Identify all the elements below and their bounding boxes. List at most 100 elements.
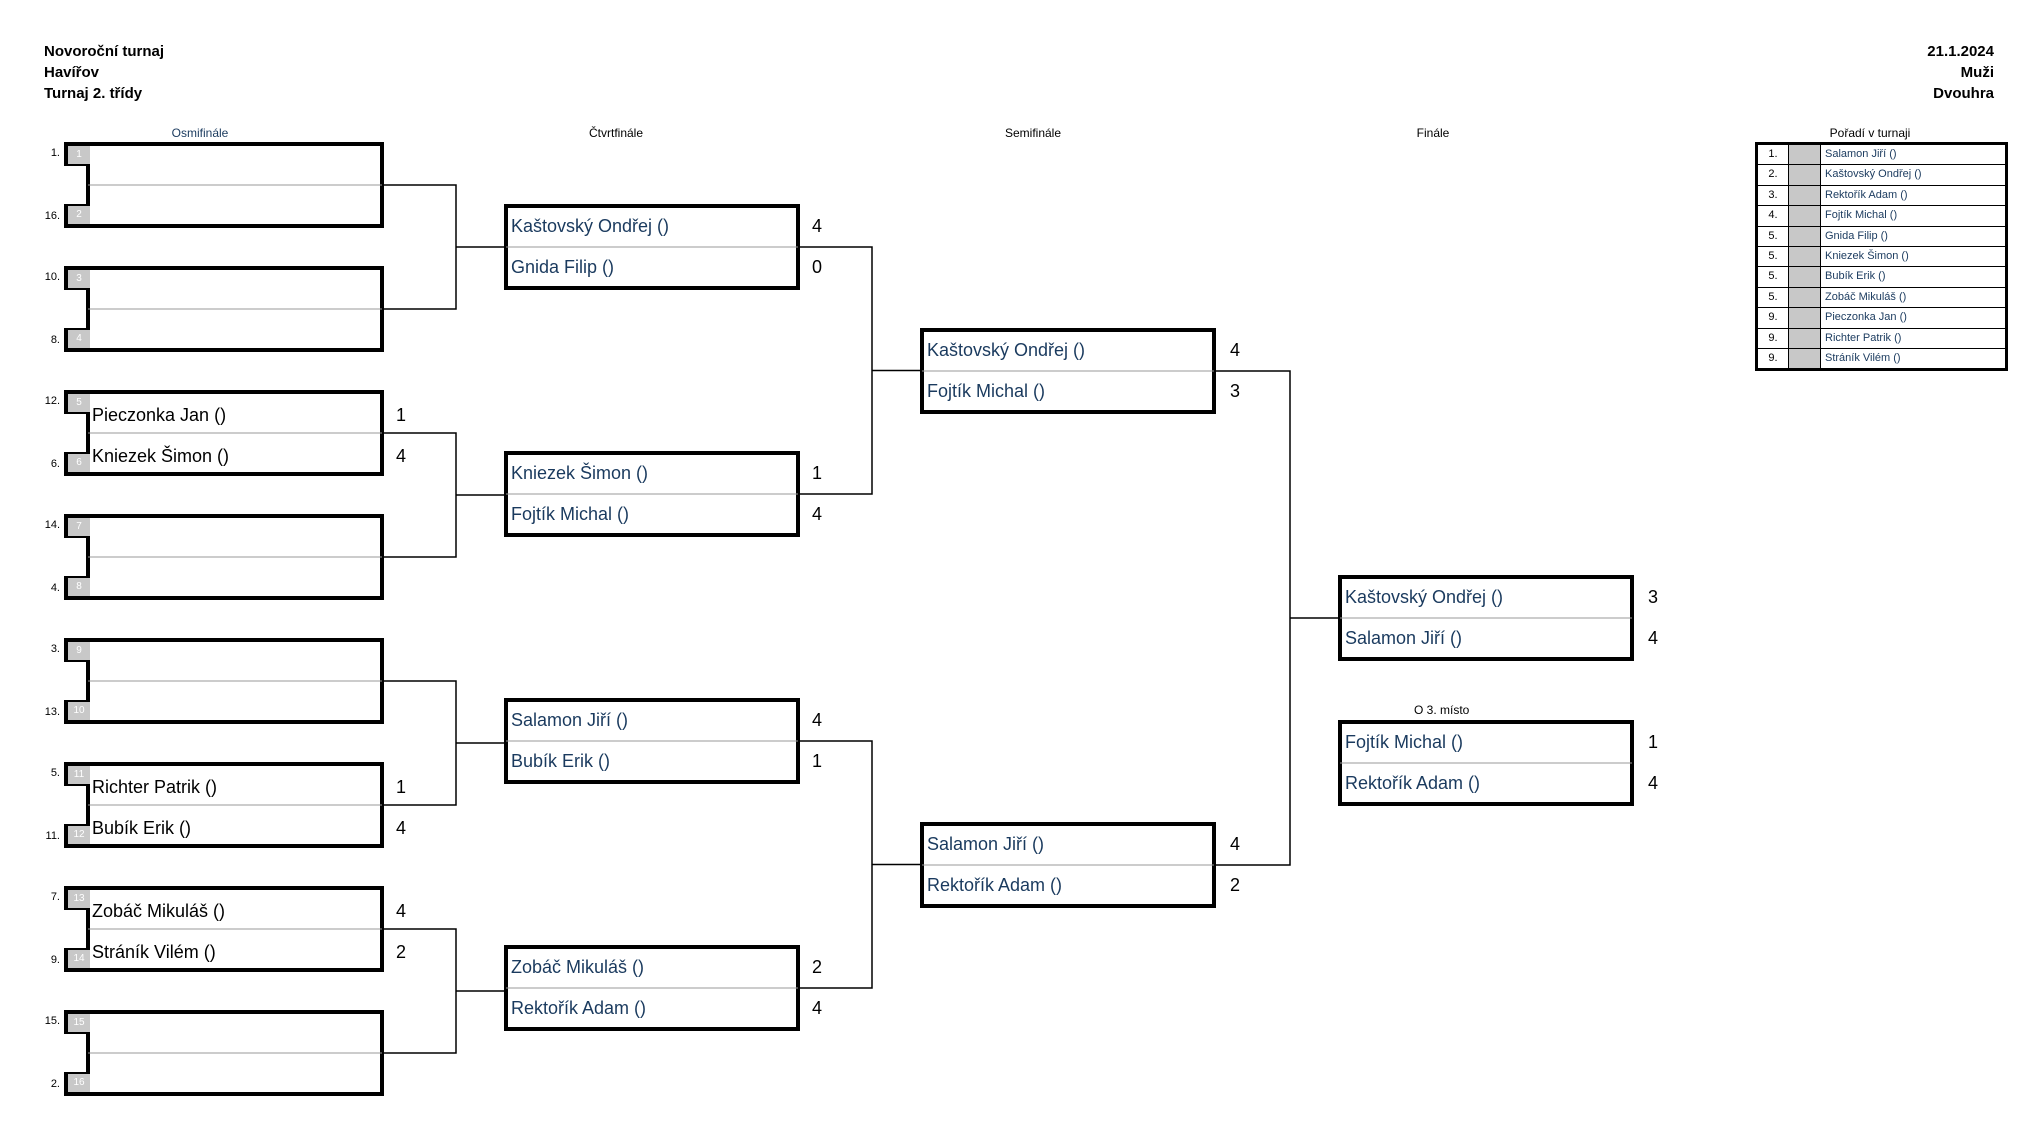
standings-position: 5. [1758,287,1789,308]
standings-flag [1789,287,1821,308]
player-name: Kaštovský Ondřej () [1345,587,1504,607]
r16-seed: 7. [50,891,60,903]
match-score: 2 [396,942,407,962]
r16-seed: 8. [50,334,60,346]
event-date: 21.1.2024 [1927,43,1994,60]
standings-player: Zobáč Mikuláš () [1825,290,1907,303]
match-score: 4 [396,901,407,921]
match-score: 2 [812,957,823,977]
standings-row: 9. Richter Patrik () [1758,328,2005,349]
standings-position: 2. [1758,165,1789,185]
standings-row: 1.Salamon Jiří () [1758,145,2005,166]
match-score: 4 [396,446,407,466]
standings-position: 5. [1758,226,1789,246]
standings-player: Rektořík Adam () [1825,188,1908,201]
match-score: 4 [396,818,407,838]
match-score: 4 [1648,773,1659,793]
standings-player: Fojtík Michal () [1825,209,1898,222]
standings-flag [1789,145,1821,165]
standings-row: 5. Bubík Erik () [1758,267,2005,288]
r16-slot-bg [68,518,90,536]
player-name: Salamon Jiří () [511,710,629,730]
r16-slot-bg [68,330,90,348]
player-name: Zobáč Mikuláš () [92,901,226,921]
r16-slot-number: 7 [76,521,82,532]
connector-line [382,680,457,806]
standings-row: 3.Rektořík Adam () [1758,185,2005,207]
standings-player: Gnida Filip () [1825,229,1888,242]
standings-player: Pieczonka Jan () [1825,311,1907,324]
match-score: 1 [396,777,407,797]
r16-slot-bg [68,950,90,968]
event-info: 21.1.2024 Muži Dvouhra [1927,41,1994,104]
r16-slot-number: 16 [73,1077,85,1088]
standings-flag [1789,308,1821,328]
standings-row: 9. Stráník Vilém () [1758,348,2005,369]
r16-seed: 13. [44,706,60,718]
player-name: Kniezek Šimon () [511,463,649,483]
r16-slot-bg [68,766,90,784]
player-name: Kaštovský Ondřej () [511,216,670,236]
round-label-sf: Semifinále [1004,126,1062,140]
match-score: 1 [1648,732,1659,752]
r16-slot-number: 13 [73,893,85,904]
r16-slot-number: 8 [76,581,82,592]
event-category: Muži [1960,64,1994,81]
connector-line [798,740,873,989]
standings-row: 9. Pieczonka Jan () [1758,308,2005,329]
match-score: 1 [812,751,823,771]
r16-slot-number: 1 [76,149,82,160]
standings-flag [1789,267,1821,287]
r16-seed: 2. [50,1078,60,1090]
standings-position: 9. [1758,328,1789,348]
r16-slot-number: 15 [73,1017,85,1028]
round-label-final: Finále [1416,126,1450,140]
player-name: Gnida Filip () [511,257,615,277]
standings-position: 9. [1758,348,1789,369]
connector-line [798,246,873,495]
r16-slot-bg [68,206,90,224]
r16-seed: 1. [50,147,60,159]
connector-line [382,432,457,558]
standings-flag [1789,226,1821,246]
r16-slot-number: 5 [76,397,82,408]
tournament-info: Novoroční turnaj Havířov Turnaj 2. třídy [44,41,164,104]
player-name: Fojtík Michal () [927,381,1046,401]
round-label-qf: Čtvrtfinále [588,126,644,140]
player-name: Salamon Jiří () [1345,628,1463,648]
standings-position: 5. [1758,267,1789,287]
match-score: 4 [812,710,823,730]
match-score: 3 [1648,587,1659,607]
r16-seed: 9. [50,954,60,966]
r16-slot-bg [68,890,90,908]
tournament-name: Novoroční turnaj [44,43,165,60]
standings-position: 4. [1758,206,1789,226]
standings-flag [1789,206,1821,226]
standings-position: 9. [1758,308,1789,328]
player-name: Kniezek Šimon () [92,446,230,466]
player-name: Stráník Vilém () [92,942,216,962]
event-type: Dvouhra [1933,85,1994,102]
standings-row: 5. Zobáč Mikuláš () [1758,287,2005,309]
match-score: 0 [812,257,823,277]
r16-slot-number: 12 [73,829,85,840]
standings-player: Kniezek Šimon () [1825,249,1909,262]
standings-row: 4. Fojtík Michal () [1758,206,2005,227]
standings-flag [1789,185,1821,206]
match-score: 4 [1230,834,1241,854]
standings-player: Stráník Vilém () [1825,351,1901,364]
r16-slot-bg [68,270,90,288]
r16-slot-number: 10 [73,705,85,716]
r16-slot-number: 11 [73,769,85,780]
standings-player: Richter Patrik () [1825,331,1902,344]
third-place-label: O 3. místo [1414,703,1470,717]
r16-seed: 14. [44,519,60,531]
r16-seed: 12. [44,395,60,407]
connector-line [1214,370,1291,866]
player-name: Bubík Erik () [92,818,192,838]
connector-line [382,928,457,1054]
standings-player: Bubík Erik () [1825,270,1886,283]
player-name: Bubík Erik () [511,751,611,771]
standings-position: 5. [1758,246,1789,267]
